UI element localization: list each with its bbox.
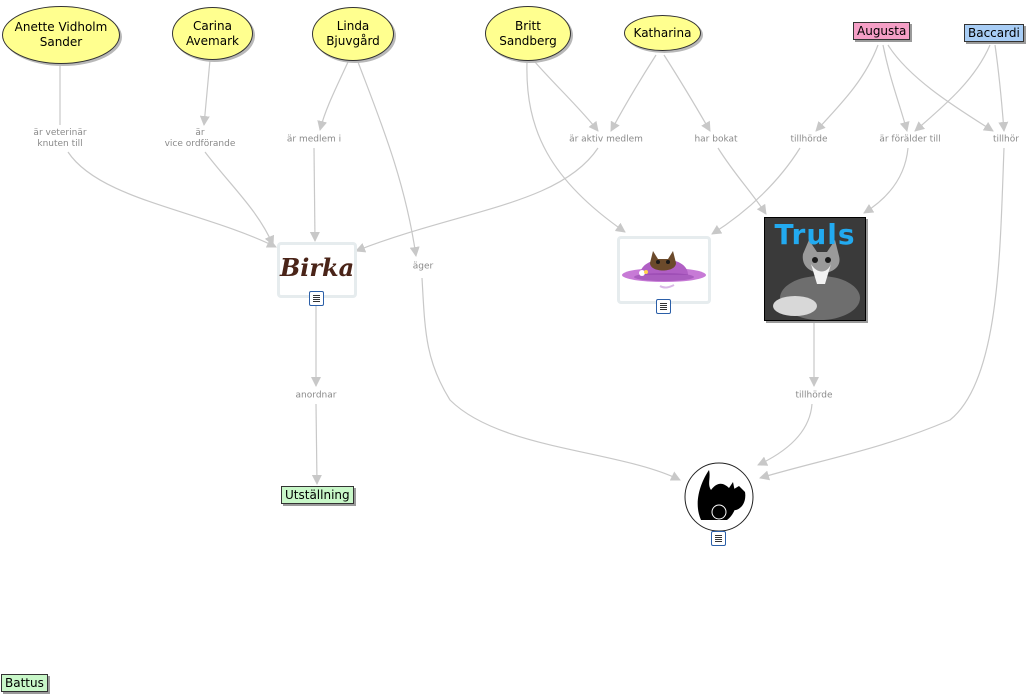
link-label-tillhorde-hat: tillhörde <box>789 134 829 146</box>
cat-in-hat-picture <box>622 251 706 289</box>
edge-katharina-aktiv <box>610 54 657 132</box>
node-anette-vidholm-sander[interactable]: Anette Vidholm Sander <box>2 6 120 64</box>
node-katharina[interactable]: Katharina <box>624 15 701 51</box>
edge-augusta-tillhorde <box>711 44 879 235</box>
edge-katharina-bokat <box>663 54 767 215</box>
truls-cat-photo <box>765 218 865 320</box>
edge-truls-tillhorde <box>757 322 819 466</box>
node-carina-avemark[interactable]: Carina Avemark <box>172 7 253 60</box>
node-utstallning[interactable]: Utställning <box>281 486 354 504</box>
link-label-aktiv-medlem: är aktiv medlem <box>568 134 644 146</box>
node-birka-image[interactable]: Birka <box>277 242 357 298</box>
link-label-ager: äger <box>411 261 435 273</box>
document-icon-birka[interactable] <box>309 291 324 306</box>
edge-linda-medlem <box>309 61 349 242</box>
edge-augusta-tillhor <box>887 44 994 132</box>
black-cat-emblem <box>684 462 754 532</box>
document-icon-hat[interactable] <box>656 299 671 314</box>
edge-augusta-foralder <box>863 44 910 214</box>
edge-aktiv-birka <box>355 147 599 253</box>
node-truls-photo[interactable]: Truls <box>764 217 866 321</box>
link-label-foralder: är förälder till <box>878 134 942 146</box>
edge-birka-anordnar <box>311 305 322 485</box>
node-hat-cat-image[interactable] <box>617 236 711 304</box>
link-label-medlem: är medlem i <box>285 134 343 146</box>
birka-logo-text: Birka <box>280 253 355 282</box>
node-battus[interactable]: Battus <box>1 674 48 692</box>
link-label-vice-ordforande: är vice ordförande <box>163 128 237 150</box>
node-augusta[interactable]: Augusta <box>853 22 911 40</box>
document-icon-cat-logo[interactable] <box>711 531 726 546</box>
link-label-tillhor: tillhör <box>992 134 1020 146</box>
edge-baccardi-foralder <box>914 44 991 132</box>
link-label-anordnar: anordnar <box>294 390 338 402</box>
edge-britt-aktiv <box>534 61 599 132</box>
node-cat-logo[interactable] <box>683 462 755 532</box>
node-britt-sandberg[interactable]: Britt Sandberg <box>485 6 571 61</box>
node-linda-bjuvgard[interactable]: Linda Bjuvgård <box>312 7 394 61</box>
edge-carina <box>199 59 275 246</box>
link-label-har-bokat: har bokat <box>693 134 739 146</box>
edge-baccardi-tillhor <box>759 44 1009 481</box>
edge-britt-hat <box>526 61 626 233</box>
edge-anette <box>59 65 277 248</box>
node-baccardi[interactable]: Baccardi <box>964 24 1024 42</box>
truls-photo-title: Truls <box>774 218 856 251</box>
edge-linda-ager <box>357 61 681 481</box>
link-label-tillhorde-truls: tillhörde <box>794 390 834 402</box>
link-label-veterinar: är veterinär knuten till <box>32 128 88 150</box>
